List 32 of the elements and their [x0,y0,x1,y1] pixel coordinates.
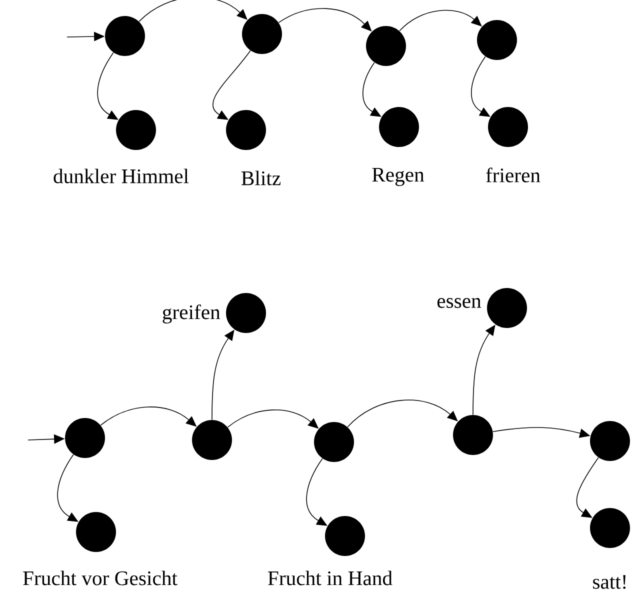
node-caption: satt! [593,575,626,589]
circle-node [590,508,630,548]
circle-node [242,14,282,54]
arrow [212,50,251,120]
arrow [399,10,482,32]
circle-node [192,420,232,460]
arrow [576,457,599,518]
circle-node [590,421,630,461]
circle-node [477,20,517,60]
node-caption: frieren [486,168,540,182]
node-caption: Frucht vor Gesicht [23,570,178,586]
node-caption: greifen [162,304,220,324]
node-caption: Blitz [242,170,281,186]
circle-node [366,26,406,66]
circle-node [116,110,156,150]
arrow [138,0,248,22]
circle-node [105,16,145,56]
circle-node [325,516,365,556]
node-caption: Frucht in Hand [268,570,392,586]
circle-node [379,107,419,147]
circle-node [226,110,266,150]
node-caption: dunkler Himmel [54,168,189,184]
circle-node [488,107,528,147]
circle-node [226,293,266,333]
circle-node [76,512,116,552]
circle-node [65,418,105,458]
node-caption: essen [437,298,482,308]
node-caption: Regen [372,168,424,186]
circle-node [453,415,493,455]
arrow [347,400,458,428]
circle-node [487,288,527,328]
circle-node [314,422,354,462]
